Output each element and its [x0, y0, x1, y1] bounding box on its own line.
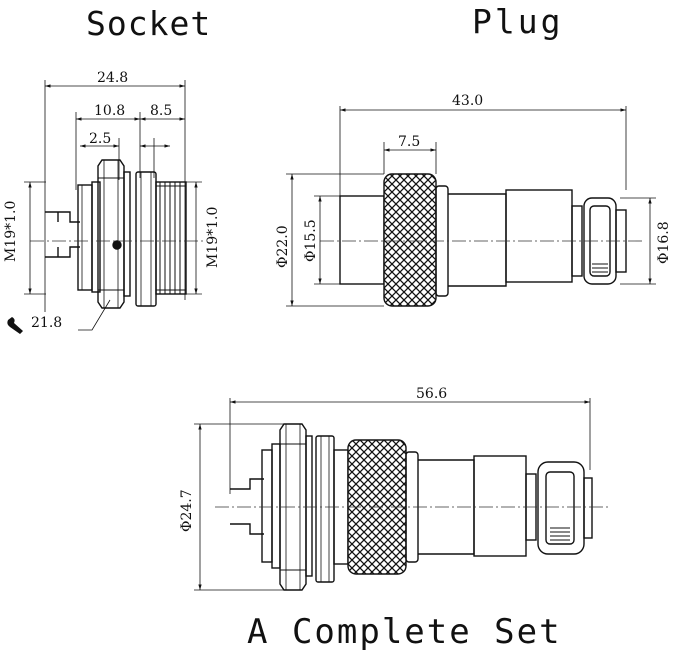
socket-drawing — [24, 80, 205, 331]
set-overall-length: 56.6 — [416, 386, 447, 402]
set-diameter: Φ24.7 — [179, 489, 195, 532]
plug-knurl-width: 7.5 — [398, 134, 420, 150]
complete-set-title: A Complete Set — [247, 612, 562, 652]
socket-panel-offset: 2.5 — [89, 131, 111, 147]
plug-cable-diameter: Φ16.8 — [656, 221, 672, 264]
plug-title: Plug — [472, 2, 564, 41]
socket-overall-length: 24.8 — [97, 70, 128, 86]
plug-drawing — [286, 106, 656, 307]
plug-overall-length: 43.0 — [452, 93, 483, 109]
plug-outer-diameter: Φ22.0 — [275, 225, 291, 268]
wrench-icon — [7, 317, 23, 334]
complete-set-drawing — [194, 398, 610, 591]
socket-thread-right: M19*1.0 — [205, 207, 221, 268]
plug-inner-diameter: Φ15.5 — [303, 219, 319, 262]
socket-thread-section: 8.5 — [150, 103, 172, 119]
socket-flange-to-thread: 10.8 — [94, 103, 125, 119]
socket-title: Socket — [86, 4, 212, 43]
socket-wrench-size: 21.8 — [31, 315, 62, 331]
socket-thread-left: M19*1.0 — [3, 201, 19, 262]
